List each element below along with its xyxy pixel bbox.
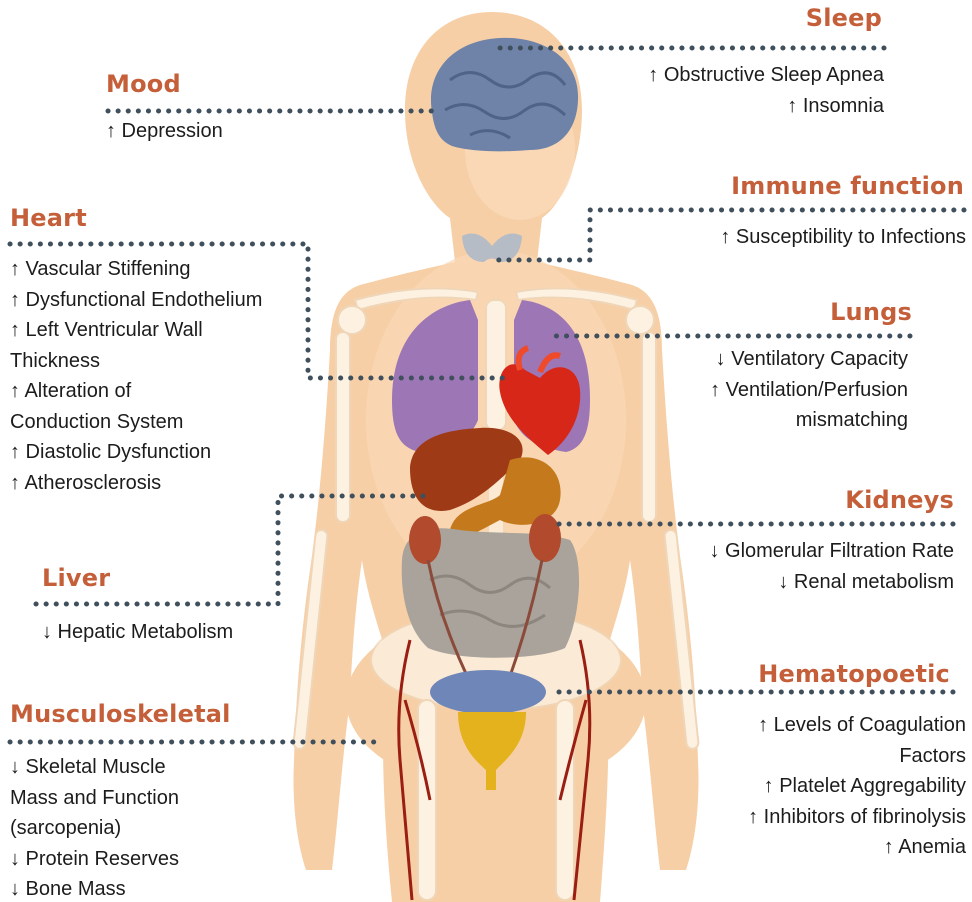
femur-left [418, 700, 436, 900]
kidney-right [529, 514, 561, 562]
heart-item: ↑ Diastolic Dysfunction [10, 437, 262, 468]
lungs-item: ↓ Ventilatory Capacity [710, 344, 908, 375]
sleep-title: Sleep [806, 4, 882, 32]
sternum [486, 300, 506, 430]
immune-items: ↑ Susceptibility to Infections [720, 222, 966, 253]
shoulder-left [338, 306, 366, 334]
hematopoetic-item: Factors [748, 741, 966, 772]
lungs-title: Lungs [830, 298, 912, 326]
lungs-item: ↑ Ventilation/Perfusion [710, 375, 908, 406]
liver-item: ↓ Hepatic Metabolism [42, 617, 233, 648]
bladder [430, 670, 546, 714]
mood-item: ↑ Depression [106, 116, 223, 147]
lungs-item: mismatching [710, 405, 908, 436]
mood-title: Mood [106, 70, 181, 98]
heart-item: ↑ Alteration of [10, 376, 262, 407]
kidney-left [409, 516, 441, 564]
hematopoetic-item: ↑ Anemia [748, 832, 966, 863]
mood-items: ↑ Depression [106, 116, 223, 147]
kidneys-items: ↓ Glomerular Filtration Rate ↓ Renal met… [709, 536, 954, 597]
kidneys-item: ↓ Renal metabolism [709, 567, 954, 598]
liver-items: ↓ Hepatic Metabolism [42, 617, 233, 648]
hematopoetic-item: ↑ Platelet Aggregability [748, 771, 966, 802]
humerus-left [336, 332, 350, 522]
immune-item: ↑ Susceptibility to Infections [720, 222, 966, 253]
hematopoetic-item: ↑ Inhibitors of fibrinolysis [748, 802, 966, 833]
femur-right [556, 700, 574, 900]
heart-item: ↑ Left Ventricular Wall [10, 315, 262, 346]
lungs-items: ↓ Ventilatory Capacity ↑ Ventilation/Per… [710, 344, 908, 436]
musculoskeletal-item: ↓ Protein Reserves [10, 844, 179, 875]
sleep-item: ↑ Insomnia [648, 91, 884, 122]
heart-item: ↑ Dysfunctional Endothelium [10, 285, 262, 316]
musculoskeletal-item: (sarcopenia) [10, 813, 179, 844]
heart-item: ↑ Atherosclerosis [10, 468, 262, 499]
musculoskeletal-title: Musculoskeletal [10, 700, 231, 728]
musculoskeletal-item: Mass and Function [10, 783, 179, 814]
sleep-item: ↑ Obstructive Sleep Apnea [648, 60, 884, 91]
kidneys-title: Kidneys [845, 486, 954, 514]
immune-title: Immune function [731, 172, 964, 200]
hematopoetic-item: ↑ Levels of Coagulation [748, 710, 966, 741]
hematopoetic-items: ↑ Levels of Coagulation Factors ↑ Platel… [748, 710, 966, 863]
liver-title: Liver [42, 564, 110, 592]
sleep-items: ↑ Obstructive Sleep Apnea ↑ Insomnia [648, 60, 884, 121]
kidneys-item: ↓ Glomerular Filtration Rate [709, 536, 954, 567]
musculoskeletal-items: ↓ Skeletal Muscle Mass and Function (sar… [10, 752, 179, 902]
shoulder-right [626, 306, 654, 334]
heart-item: Conduction System [10, 407, 262, 438]
hematopoetic-title: Hematopoetic [758, 660, 950, 688]
heart-title: Heart [10, 204, 87, 232]
musculoskeletal-item: ↓ Bone Mass [10, 874, 179, 902]
brain [431, 38, 578, 151]
heart-item: ↑ Vascular Stiffening [10, 254, 262, 285]
heart-items: ↑ Vascular Stiffening ↑ Dysfunctional En… [10, 254, 262, 498]
heart-item: Thickness [10, 346, 262, 377]
humerus-right [642, 332, 656, 522]
musculoskeletal-item: ↓ Skeletal Muscle [10, 752, 179, 783]
